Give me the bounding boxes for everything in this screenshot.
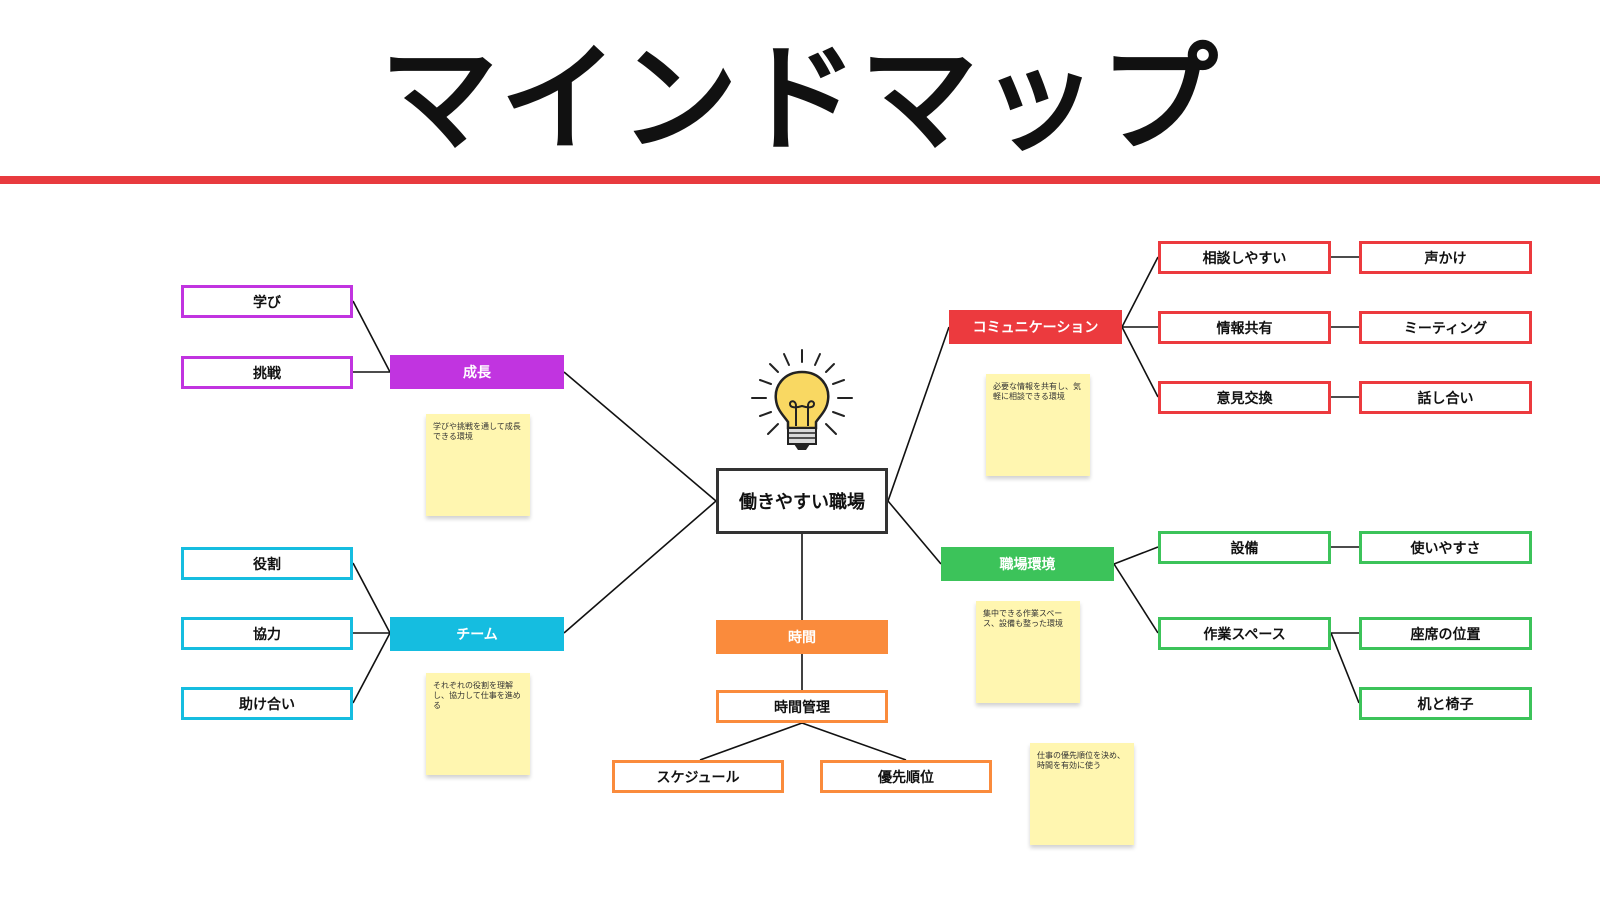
leaf-priority[interactable]: 優先順位 <box>820 760 992 793</box>
branch-growth[interactable]: 成長 <box>390 355 564 389</box>
leaf-cooperation[interactable]: 協力 <box>181 617 353 650</box>
lightbulb-icon <box>751 349 853 450</box>
leaf-discussion[interactable]: 話し合い <box>1359 381 1532 414</box>
leaf-role[interactable]: 役割 <box>181 547 353 580</box>
leaf-meeting[interactable]: ミーティング <box>1359 311 1532 344</box>
leaf-mutual-help[interactable]: 助け合い <box>181 687 353 720</box>
leaf-usability[interactable]: 使いやすさ <box>1359 531 1532 564</box>
leaf-greeting[interactable]: 声かけ <box>1359 241 1532 274</box>
leaf-seat-position[interactable]: 座席の位置 <box>1359 617 1532 650</box>
branch-environment[interactable]: 職場環境 <box>941 547 1114 581</box>
leaf-easy-to-consult[interactable]: 相談しやすい <box>1158 241 1331 274</box>
sticky-note-time: 仕事の優先順位を決め、時間を有効に使う <box>1030 743 1134 845</box>
leaf-info-sharing[interactable]: 情報共有 <box>1158 311 1331 344</box>
title-divider <box>0 176 1600 184</box>
branch-time[interactable]: 時間 <box>716 620 888 654</box>
leaf-opinion-exchange[interactable]: 意見交換 <box>1158 381 1331 414</box>
leaf-learning[interactable]: 学び <box>181 285 353 318</box>
leaf-workspace[interactable]: 作業スペース <box>1158 617 1331 650</box>
leaf-desk-and-chair[interactable]: 机と椅子 <box>1359 687 1532 720</box>
leaf-challenge[interactable]: 挑戦 <box>181 356 353 389</box>
leaf-schedule[interactable]: スケジュール <box>612 760 784 793</box>
center-node[interactable]: 働きやすい職場 <box>716 468 888 534</box>
sticky-note-team: それぞれの役割を理解し、協力して仕事を進める <box>426 673 530 775</box>
branch-team[interactable]: チーム <box>390 617 564 651</box>
sticky-note-communication: 必要な情報を共有し、気軽に相談できる環境 <box>986 374 1090 476</box>
sticky-note-growth: 学びや挑戦を通して成長できる環境 <box>426 414 530 516</box>
page-title: マインドマップ <box>379 30 1220 168</box>
leaf-facility[interactable]: 設備 <box>1158 531 1331 564</box>
leaf-time-management[interactable]: 時間管理 <box>716 690 888 723</box>
sticky-note-environment: 集中できる作業スペース、設備も整った環境 <box>976 601 1080 703</box>
branch-communication[interactable]: コミュニケーション <box>949 310 1122 344</box>
